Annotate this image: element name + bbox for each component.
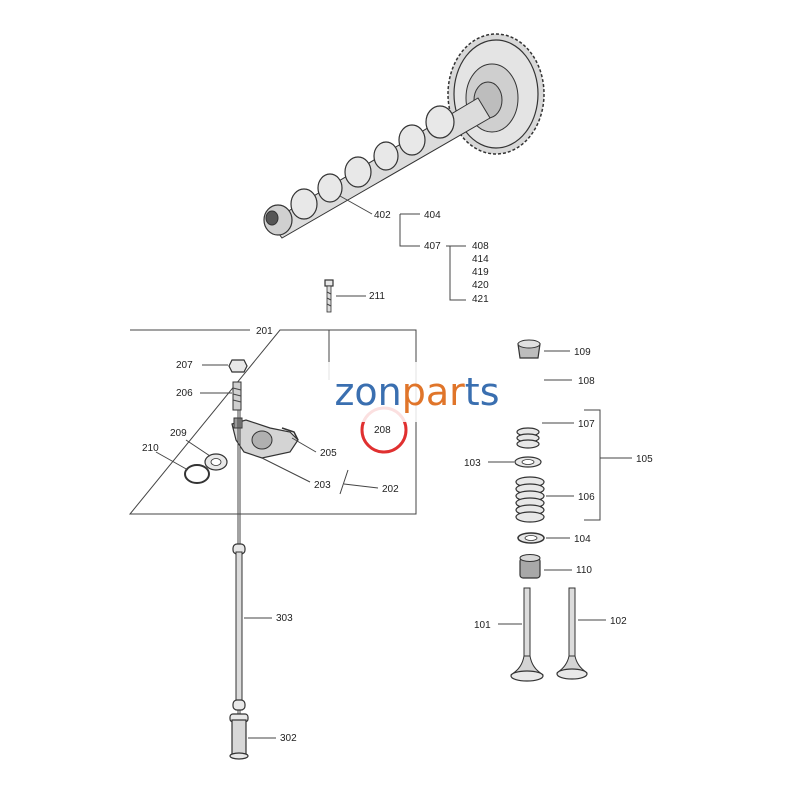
screw-206 xyxy=(232,381,242,411)
label-gear-sub-2: 414 xyxy=(472,254,489,265)
spring-clip-205 xyxy=(281,427,299,441)
label-cap: 108 xyxy=(578,376,595,387)
tappet-302 xyxy=(229,713,249,760)
watermark-part-1: zon xyxy=(334,370,402,414)
label-bolt: 211 xyxy=(369,291,385,302)
label-valve-cotter: 109 xyxy=(574,347,591,358)
label-valve-seal: 110 xyxy=(576,565,592,576)
label-rocker-arm: 203 xyxy=(314,480,331,491)
label-ring: 210 xyxy=(142,443,159,454)
label-camshaft-group: 404 xyxy=(424,210,441,221)
label-push-rod: 303 xyxy=(276,613,293,624)
camshaft-drawing xyxy=(263,33,545,239)
bolt-211 xyxy=(324,279,334,313)
label-spring-clip: 205 xyxy=(320,448,337,459)
label-spring-seat: 103 xyxy=(464,458,481,469)
label-screw: 206 xyxy=(176,388,193,399)
valve-cotter-109 xyxy=(517,339,541,359)
cam-shaft xyxy=(263,97,491,239)
label-inner-spring: 107 xyxy=(578,419,595,430)
label-spring-group: 105 xyxy=(636,454,653,465)
label-washer: 209 xyxy=(170,428,187,439)
label-gear-sub-3: 419 xyxy=(472,267,489,278)
push-rod-303 xyxy=(232,543,246,711)
label-circled-part: 208 xyxy=(374,425,391,436)
label-nut: 207 xyxy=(176,360,193,371)
outer-spring-106 xyxy=(515,476,545,523)
label-seat-washer: 104 xyxy=(574,534,591,545)
ring-210 xyxy=(184,464,210,484)
exhaust-valve-102 xyxy=(556,587,588,680)
label-intake-valve: 101 xyxy=(474,620,491,631)
label-exhaust-valve: 102 xyxy=(610,616,627,627)
intake-valve-101 xyxy=(510,587,544,682)
label-gear-sub-5: 421 xyxy=(472,294,489,305)
valve-seal-110 xyxy=(519,554,541,579)
label-gear-sub-1: 408 xyxy=(472,241,489,252)
watermark-part-3: ts xyxy=(464,370,500,414)
cam-gear xyxy=(447,33,545,155)
label-rocker-assembly: 201 xyxy=(256,326,273,337)
watermark-part-2: par xyxy=(401,370,465,414)
label-gear-sub-4: 420 xyxy=(472,280,489,291)
label-camshaft: 402 xyxy=(374,210,391,221)
nut-207 xyxy=(228,359,248,373)
label-rocker-group: 202 xyxy=(382,484,399,495)
rocker-assembly-frame xyxy=(128,329,417,515)
rocker-arm-203 xyxy=(231,417,299,459)
label-gear-group: 407 xyxy=(424,241,441,252)
label-outer-spring: 106 xyxy=(578,492,595,503)
inner-spring-107 xyxy=(516,427,540,449)
label-tappet: 302 xyxy=(280,733,297,744)
